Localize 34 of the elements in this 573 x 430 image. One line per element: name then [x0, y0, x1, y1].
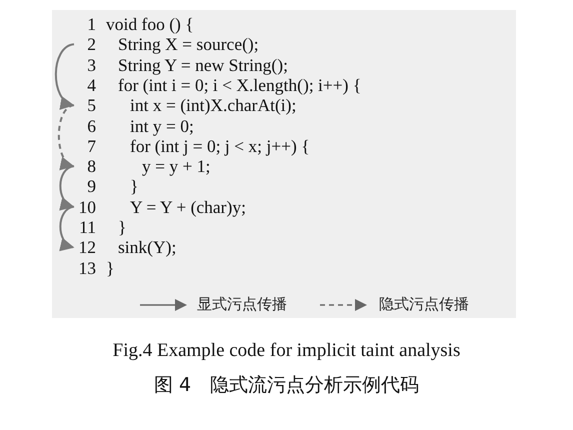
line-number: 6 [86, 116, 96, 136]
figure-caption: 图 4 隐式流污点分析示例代码 [152, 373, 420, 398]
line-number: 9 [86, 176, 96, 196]
code-text: void foo () { [106, 14, 194, 34]
line-number: 1 [86, 14, 96, 34]
code-text: String Y = new String(); [118, 54, 288, 75]
arrow [54, 43, 74, 108]
line-number: 11 [78, 217, 96, 237]
code-text: } [118, 217, 126, 237]
line-number: 2 [86, 34, 96, 54]
code-text: y = y + 1; [142, 156, 210, 176]
line-number: 8 [86, 156, 96, 176]
legend-text: 隐式污点传播 [379, 295, 469, 314]
line-number: 13 [78, 258, 96, 278]
line-number: 3 [86, 54, 96, 75]
code-text: } [106, 258, 114, 278]
code-text: sink(Y); [118, 237, 176, 258]
dashed-arrow [58, 104, 74, 168]
code-text: String X = source(); [118, 34, 259, 54]
line-number: 5 [86, 95, 96, 116]
legend-text: 显式污点传播 [197, 295, 287, 314]
code-text: int x = (int)X.charAt(i); [130, 95, 296, 116]
code-text: for (int j = 0; j < x; j++) { [130, 136, 310, 156]
line-number: 4 [86, 74, 96, 95]
code-text: int y = 0; [130, 116, 194, 136]
code-text: Y = Y + (char)y; [130, 196, 246, 217]
figure-caption: Fig.4 Example code for implicit taint analysis [112, 340, 462, 362]
line-number: 10 [78, 196, 96, 217]
line-number: 7 [86, 136, 96, 156]
arrow [58, 165, 74, 208]
code-text: for (int i = 0; i < X.length(); i++) { [118, 74, 362, 95]
code-text: } [130, 176, 138, 196]
line-number: 12 [78, 237, 96, 258]
arrow [58, 206, 74, 249]
